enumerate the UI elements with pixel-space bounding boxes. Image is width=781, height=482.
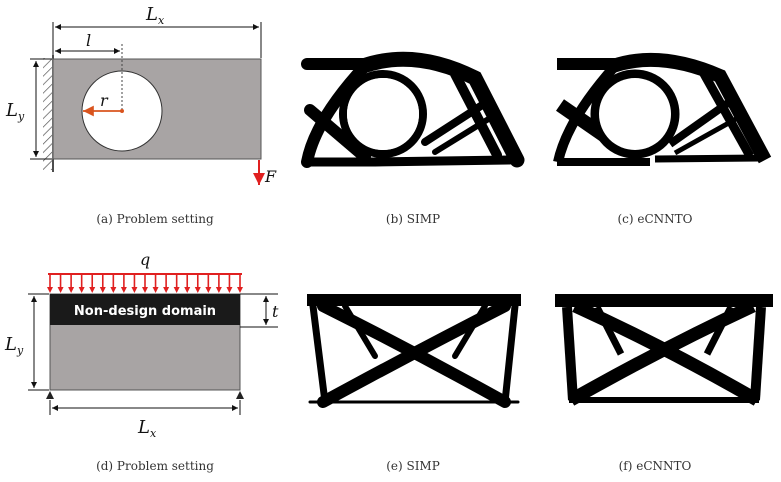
distributed-load-arrows <box>47 274 243 293</box>
bridge-diagram: q Non-design domain t Ly Lx <box>4 250 279 440</box>
support-right <box>236 391 244 399</box>
load-arrow-head <box>205 287 212 293</box>
load-arrow-head <box>131 287 138 293</box>
load-arrow-head <box>68 287 75 293</box>
Ly-label-2: Ly <box>4 334 24 357</box>
load-arrow-head <box>99 287 106 293</box>
caption-b: (b) SIMP <box>385 212 441 226</box>
load-arrow-head <box>47 287 53 293</box>
load-arrow-head <box>78 287 85 293</box>
caption-a: (a) Problem setting <box>96 212 214 226</box>
F-label: F <box>264 167 277 186</box>
panel-b-simp-result <box>301 51 525 168</box>
r-label: r <box>100 91 109 110</box>
load-arrow-head <box>226 287 233 293</box>
ecnnto-topology-2 <box>555 294 773 406</box>
load-arrow-head <box>110 287 117 293</box>
ecnnto-topology-1 <box>553 52 772 166</box>
panel-a-problem-setting: r Lx l Ly F <box>0 0 290 200</box>
t-label: t <box>272 302 279 321</box>
load-arrow-head <box>173 287 180 293</box>
panel-c-ecnnto-result <box>553 52 775 166</box>
load-arrow-head <box>163 287 170 293</box>
Lx-label-2: Lx <box>137 417 157 440</box>
support-left <box>46 391 54 399</box>
load-arrow-head <box>194 287 201 293</box>
load-arrow-head <box>142 287 148 293</box>
caption-d: (d) Problem setting <box>96 459 214 473</box>
panel-d-problem-setting: q Non-design domain t Ly Lx <box>0 245 290 450</box>
cantilever-diagram: r Lx l Ly F <box>5 4 277 186</box>
Ly-label: Ly <box>5 100 25 123</box>
caption-c: (c) eCNNTO <box>617 212 693 226</box>
non-design-domain <box>50 294 240 325</box>
load-arrow-head <box>57 287 64 293</box>
caption-e: (e) SIMP <box>386 459 440 473</box>
load-arrow-head <box>120 287 127 293</box>
load-arrow-head <box>152 287 159 293</box>
fixed-support-hatch <box>43 58 52 170</box>
non-design-label: Non-design domain <box>74 304 216 319</box>
load-arrow-head <box>215 287 222 293</box>
load-arrow-head <box>89 287 96 293</box>
q-label: q <box>140 250 150 269</box>
l-label: l <box>86 31 91 50</box>
load-arrow-head <box>237 287 243 293</box>
simp-topology-2 <box>307 294 521 408</box>
Lx-label: Lx <box>145 4 165 27</box>
simp-topology-1 <box>301 51 525 168</box>
panel-e-simp-result <box>305 292 525 408</box>
caption-f: (f) eCNNTO <box>618 459 692 473</box>
load-arrow-head <box>184 287 191 293</box>
panel-f-ecnnto-result <box>555 292 775 406</box>
